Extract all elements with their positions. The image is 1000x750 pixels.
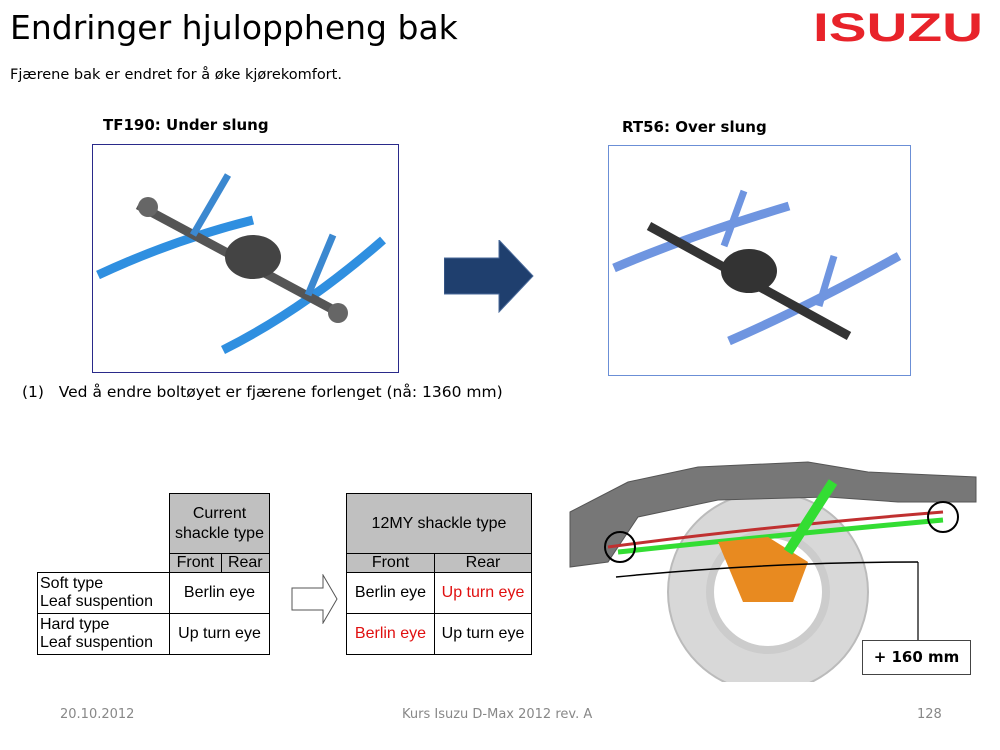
new-table-header: 12MY shackle type bbox=[346, 493, 532, 554]
outline-arrow-icon bbox=[291, 573, 339, 628]
header-rear: Rear bbox=[434, 553, 532, 573]
dimension-label: + 160 mm bbox=[862, 640, 971, 675]
slide-title: Endringer hjuloppheng bak bbox=[10, 8, 458, 47]
caption-note: (1) Ved å endre boltøyet er fjærene forl… bbox=[22, 383, 503, 401]
cell-value: Berlin eye bbox=[169, 572, 270, 614]
header-front: Front bbox=[169, 553, 222, 573]
cell-value: Berlin eye bbox=[346, 572, 435, 614]
footer-page-number: 128 bbox=[917, 707, 942, 722]
spring-extension-diagram bbox=[568, 452, 978, 693]
overslung-suspension-image bbox=[608, 145, 911, 376]
cell-value: Up turn eye bbox=[434, 613, 532, 655]
isuzu-logo: ISUZU bbox=[812, 6, 985, 50]
footer-course: Kurs Isuzu D-Max 2012 rev. A bbox=[402, 707, 593, 722]
cell-value: Up turn eye bbox=[169, 613, 270, 655]
row-label: Soft type bbox=[40, 575, 104, 592]
footer-date: 20.10.2012 bbox=[60, 707, 135, 722]
cell-value-changed: Berlin eye bbox=[346, 613, 435, 655]
header-front: Front bbox=[346, 553, 435, 573]
svg-text:ISUZU: ISUZU bbox=[813, 10, 983, 44]
right-image-label: RT56: Over slung bbox=[622, 118, 767, 136]
underslung-suspension-image bbox=[92, 144, 399, 373]
right-arrow-icon bbox=[443, 238, 534, 317]
row-label: Leaf suspention bbox=[40, 634, 153, 651]
current-table-header: Current shackle type bbox=[169, 493, 270, 554]
row-label: Hard type bbox=[40, 616, 110, 633]
header-rear: Rear bbox=[220, 553, 271, 573]
cell-value-changed: Up turn eye bbox=[434, 572, 532, 614]
left-image-label: TF190: Under slung bbox=[103, 116, 269, 134]
slide-subtitle: Fjærene bak er endret for å øke kjørekom… bbox=[10, 67, 342, 83]
row-label: Leaf suspention bbox=[40, 593, 153, 610]
